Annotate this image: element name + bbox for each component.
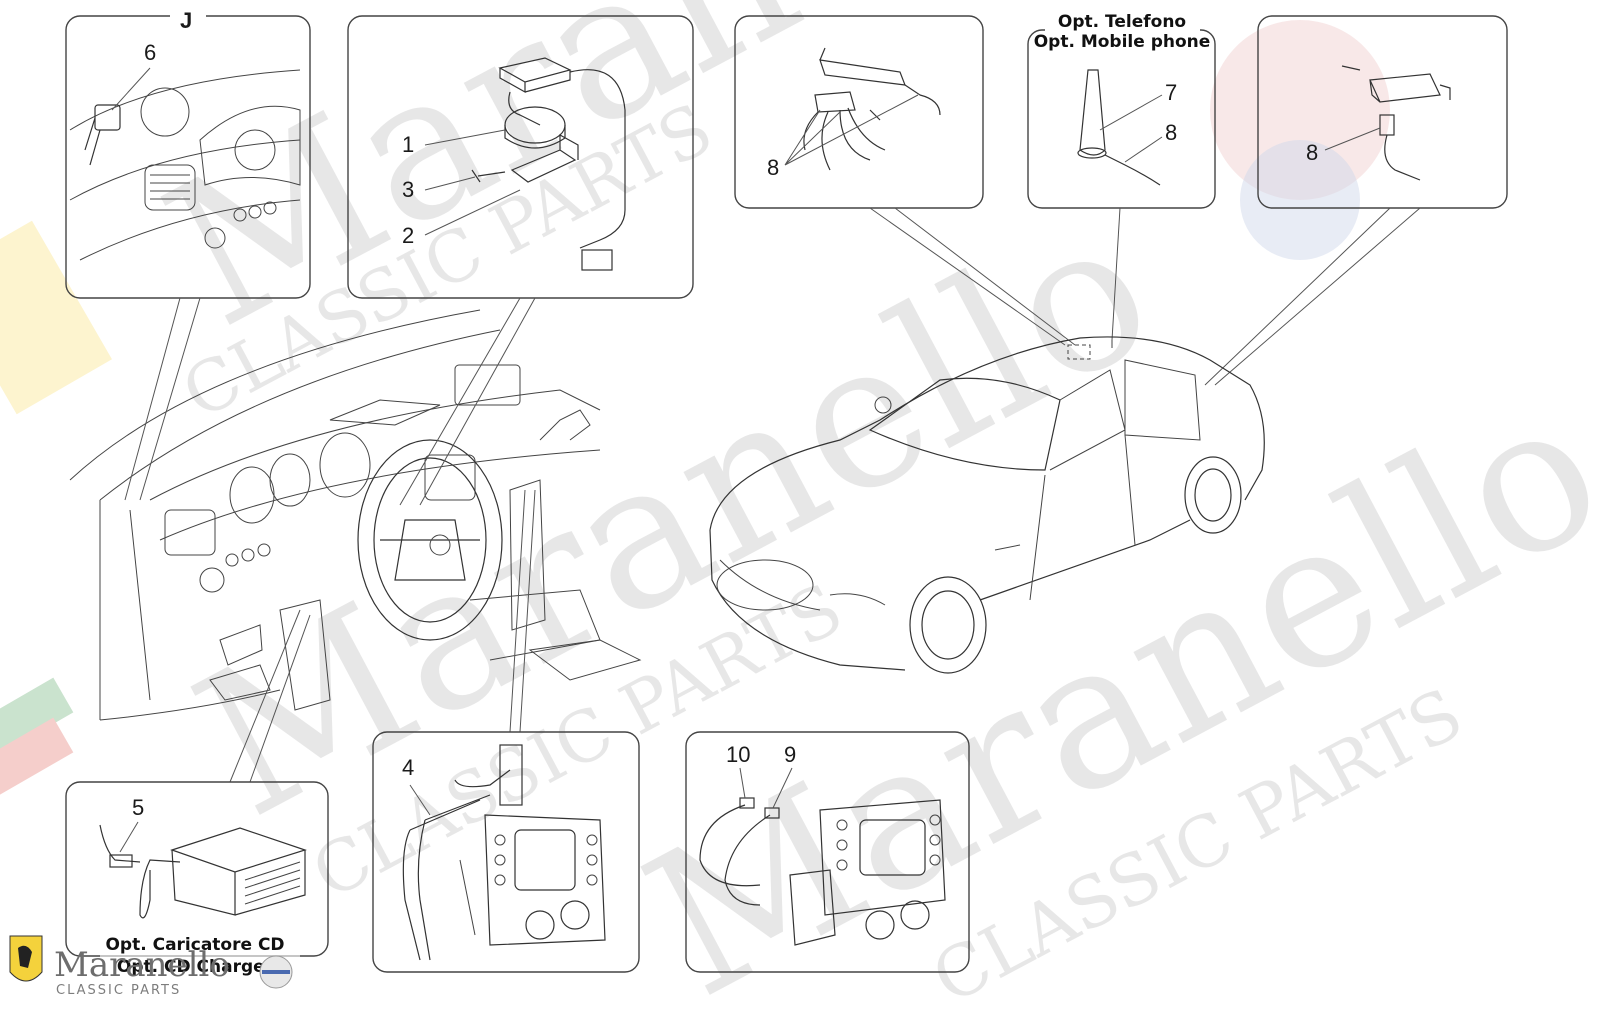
callout-7: 7 — [1165, 80, 1177, 105]
panel-roof-antenna: 8 — [734, 15, 984, 209]
caption-telefono-en: Opt. Mobile phone — [1034, 32, 1211, 52]
callout-4: 4 — [402, 755, 414, 780]
car-illustration — [709, 336, 1265, 674]
caption-caricatore-it: Opt. Caricatore CD — [105, 935, 284, 955]
panel-radio-wiring: 4 — [372, 731, 640, 973]
shield-icon — [9, 935, 43, 982]
panel-cd-charger: 5 Opt. Caricatore CD Opt. CD Charger — [65, 781, 329, 977]
panel-radio-cables: 10 9 — [685, 731, 970, 973]
callout-8-rear: 8 — [1306, 140, 1318, 165]
panel-rear-module: 8 — [1257, 15, 1508, 209]
callout-9: 9 — [784, 742, 796, 767]
caption-telefono-it: Opt. Telefono — [1058, 12, 1186, 32]
panel-dashboard-detail: J 6 — [65, 6, 311, 299]
badge-decoration — [0, 20, 1390, 798]
callout-2: 2 — [402, 223, 414, 248]
callout-3: 3 — [402, 177, 414, 202]
callout-1: 1 — [402, 132, 414, 157]
panel-letter: J — [180, 8, 192, 33]
interior-dashboard — [69, 309, 642, 721]
logo-sub: CLASSIC PARTS — [56, 983, 181, 998]
callout-5: 5 — [132, 795, 144, 820]
leader-lines — [124, 207, 1421, 783]
panel-phone-antenna: Opt. Telefono Opt. Mobile phone 7 8 — [1027, 10, 1216, 209]
callout-8-roof: 8 — [767, 155, 779, 180]
cd-badge-icon — [259, 955, 293, 989]
logo-name: Maranello — [54, 945, 230, 985]
callout-6: 6 — [144, 40, 156, 65]
caption-caricatore-en: Opt. CD Charger — [117, 957, 274, 977]
brand-logo: Maranello CLASSIC PARTS — [4, 930, 304, 1006]
panel-gps-antenna: 1 3 2 — [347, 15, 694, 299]
callout-10: 10 — [726, 742, 750, 767]
callout-8-phone: 8 — [1165, 120, 1177, 145]
